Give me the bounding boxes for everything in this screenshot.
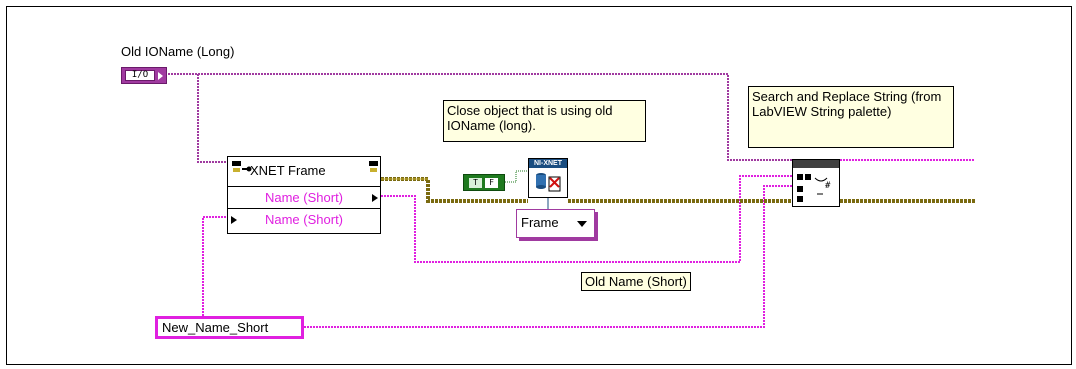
xnet-band-text: NI-XNET bbox=[529, 159, 567, 168]
class-ring-constant[interactable]: Frame bbox=[516, 209, 595, 238]
property-node-header: XNET Frame bbox=[228, 157, 380, 187]
io-constant-text: I/O bbox=[125, 70, 155, 81]
node-ref-out-icon bbox=[369, 161, 378, 172]
xnet-clear-node[interactable]: NI-XNET bbox=[528, 158, 568, 198]
node-ref-icon bbox=[232, 161, 241, 172]
close-comment: Close object that is using old IOName (l… bbox=[443, 100, 646, 142]
wire-connector-icon bbox=[242, 166, 252, 172]
bool-false-label: F bbox=[485, 178, 498, 188]
output-arrow-icon bbox=[372, 194, 378, 202]
ring-value: Frame bbox=[521, 215, 559, 230]
dropdown-arrow-icon bbox=[577, 221, 587, 227]
new-name-branch[interactable] bbox=[202, 216, 227, 316]
property-read-item[interactable]: Name (Short) bbox=[228, 187, 380, 209]
search-replace-node[interactable]: # bbox=[792, 159, 840, 207]
svg-text:#: # bbox=[825, 181, 831, 191]
boolean-constant[interactable]: T F bbox=[463, 174, 505, 191]
bool-wire[interactable] bbox=[505, 170, 528, 183]
input-arrow-icon bbox=[231, 216, 237, 224]
old-name-wire[interactable] bbox=[381, 175, 792, 263]
database-clear-icon bbox=[536, 173, 561, 192]
io-wire-branch[interactable] bbox=[197, 74, 227, 163]
search-replace-icon: # bbox=[797, 174, 831, 202]
io-name-constant[interactable]: I/O bbox=[121, 67, 167, 84]
io-long-label: Old IOName (Long) bbox=[121, 44, 235, 59]
io-arrow-icon bbox=[158, 72, 163, 80]
xnet-frame-property-node[interactable]: XNET Frame Name (Short) Name (Short) bbox=[227, 156, 381, 234]
bool-true-label: T bbox=[469, 178, 482, 188]
new-name-short-constant[interactable]: New_Name_Short bbox=[155, 316, 304, 339]
property-write-item[interactable]: Name (Short) bbox=[264, 212, 344, 227]
xnet-wire[interactable] bbox=[381, 177, 975, 203]
old-name-short-label: Old Name (Short) bbox=[581, 272, 691, 291]
new-name-wire[interactable] bbox=[304, 185, 792, 328]
property-node-title: XNET Frame bbox=[250, 163, 326, 178]
sr-band bbox=[793, 160, 839, 168]
search-replace-comment: Search and Replace String (from LabVIEW … bbox=[748, 86, 954, 148]
io-wire[interactable] bbox=[168, 73, 792, 161]
